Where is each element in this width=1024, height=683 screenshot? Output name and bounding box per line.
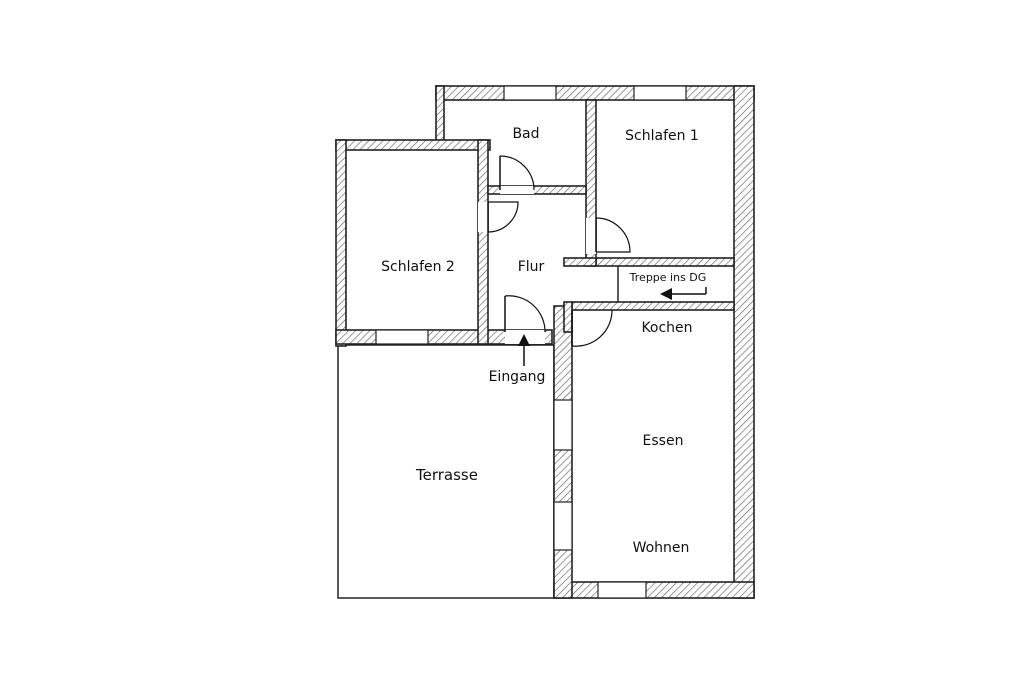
- windows: [375, 85, 687, 599]
- label-wohnen: Wohnen: [633, 540, 690, 556]
- label-terrasse: Terrasse: [415, 466, 478, 484]
- label-flur: Flur: [518, 259, 545, 275]
- label-schlafen-1: Schlafen 1: [625, 128, 699, 144]
- terrace-area: [337, 344, 555, 599]
- label-kochen: Kochen: [641, 320, 692, 336]
- label-essen: Essen: [643, 433, 684, 449]
- label-bad: Bad: [512, 126, 539, 142]
- label-treppe: Treppe ins DG: [629, 271, 707, 284]
- label-schlafen-2: Schlafen 2: [381, 259, 455, 275]
- label-eingang: Eingang: [489, 369, 546, 385]
